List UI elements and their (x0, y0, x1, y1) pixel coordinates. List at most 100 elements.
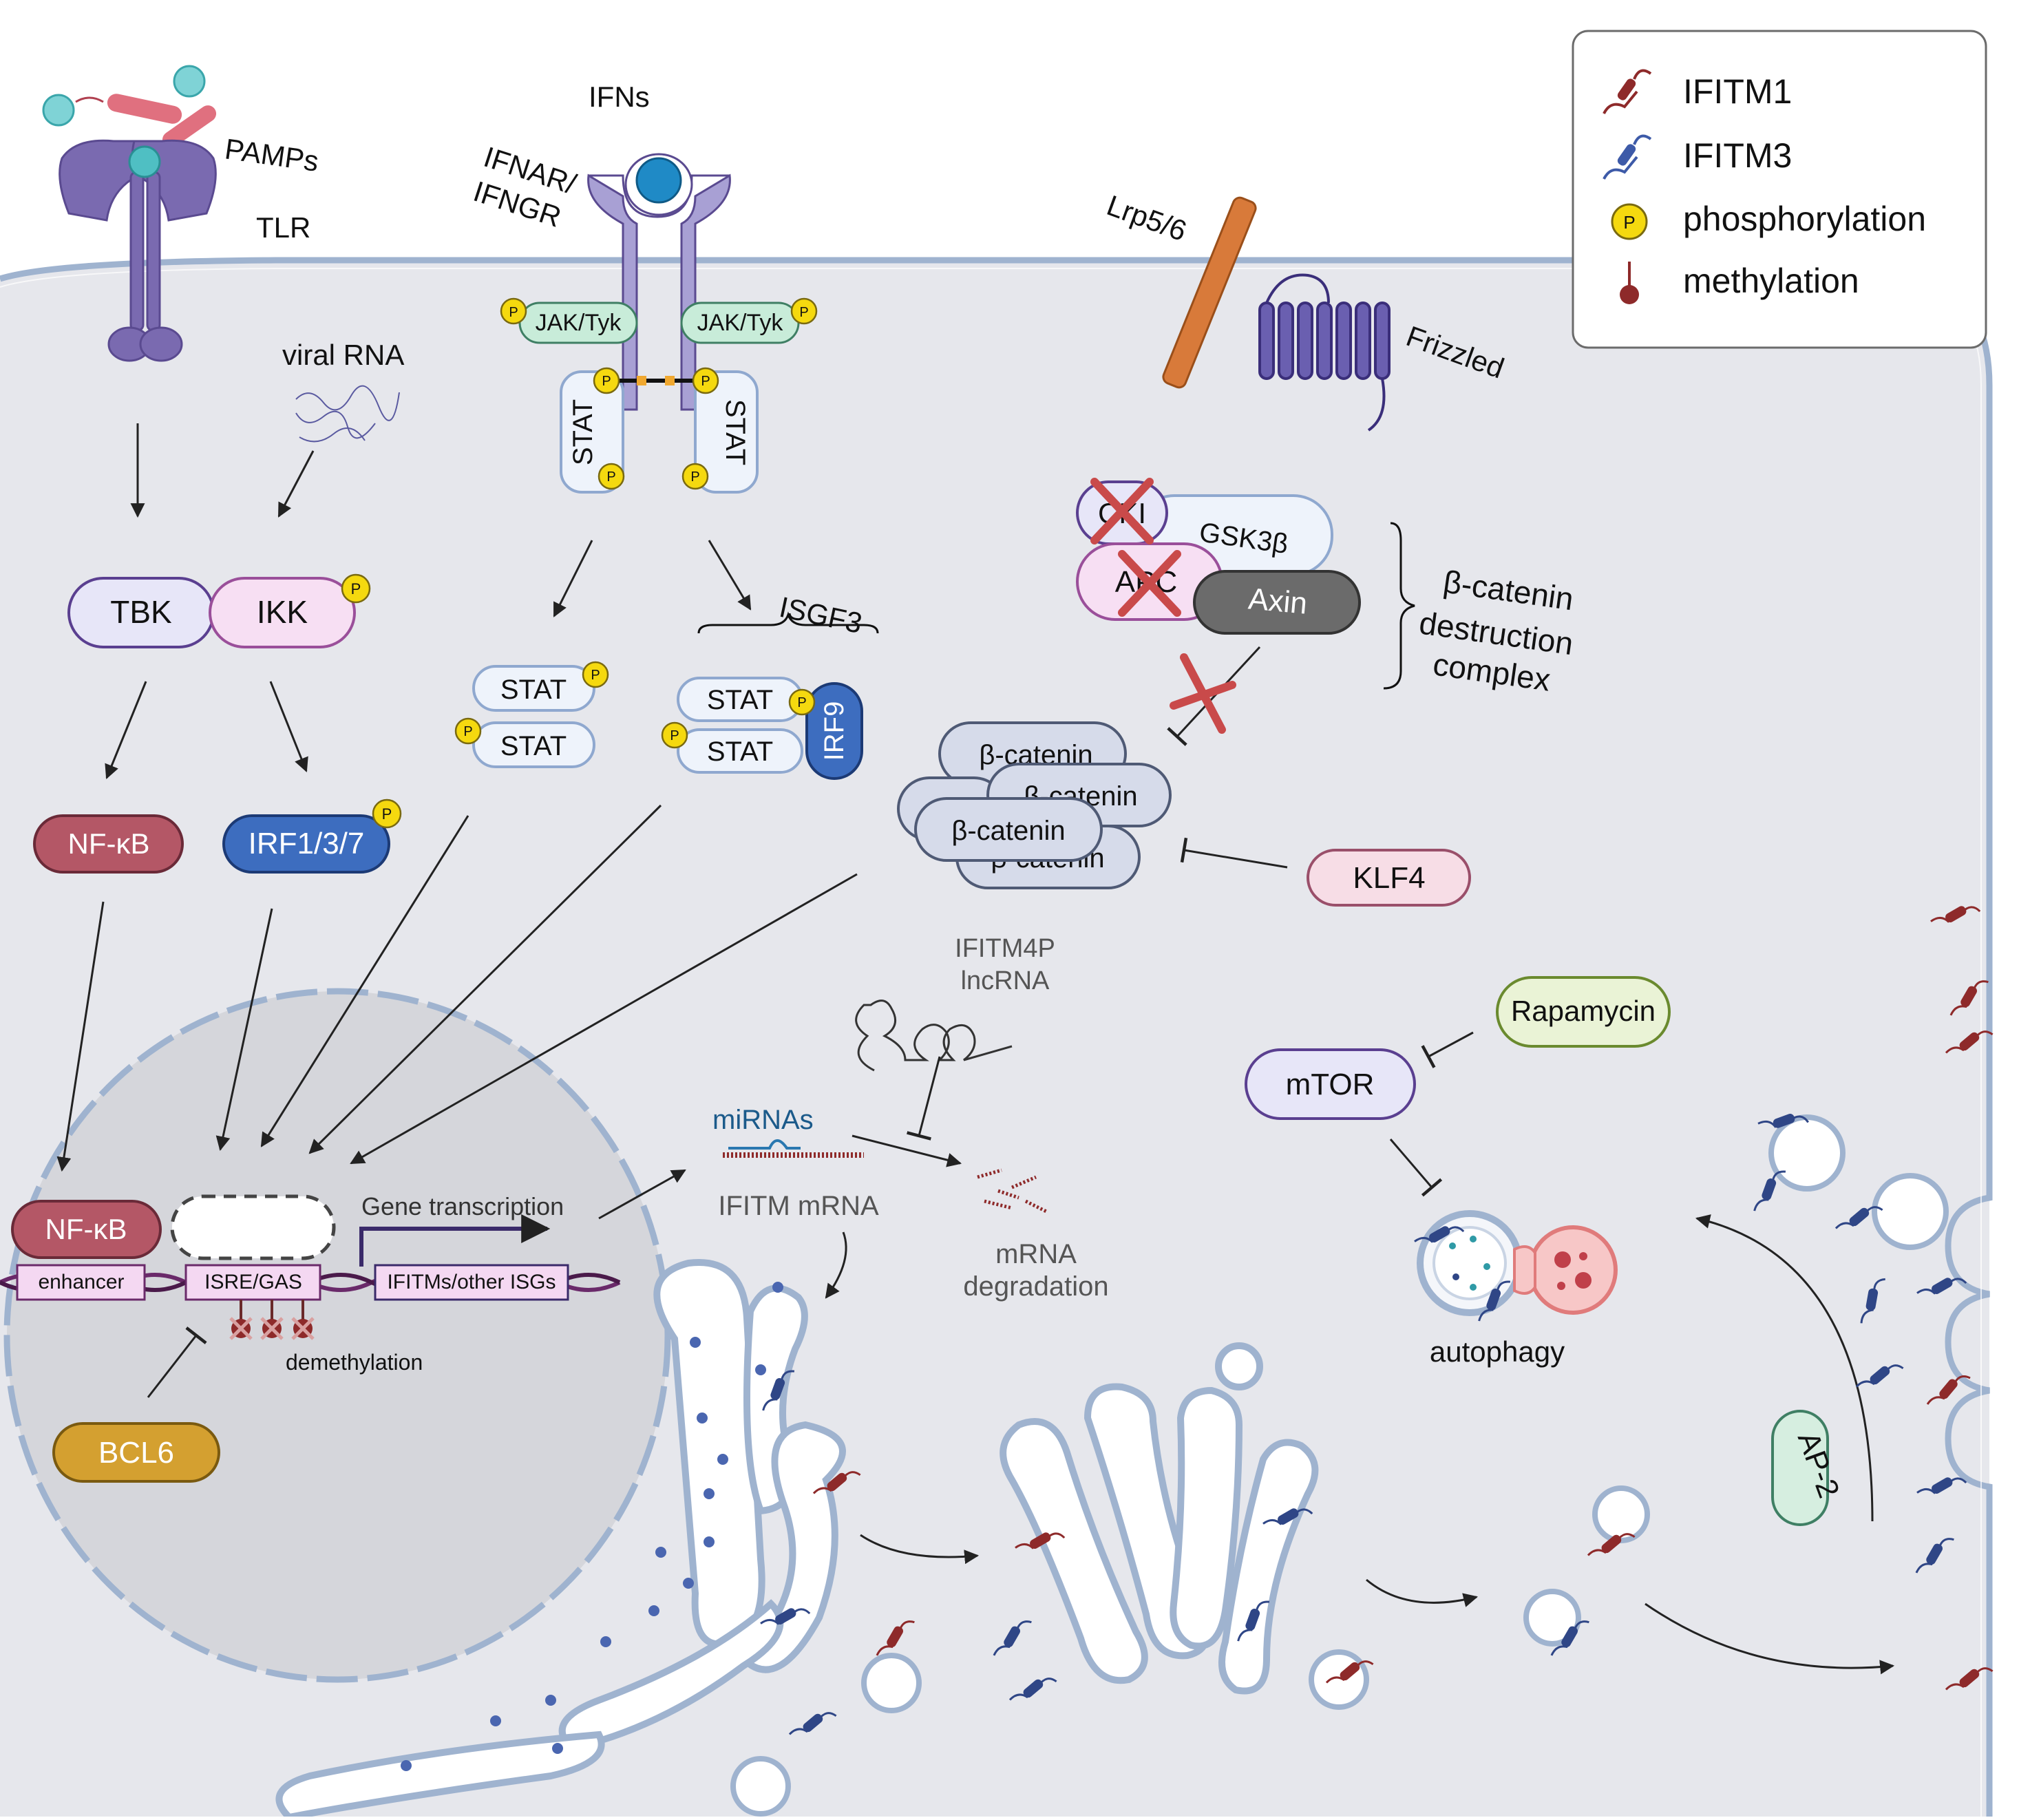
ifitm1-protein (1015, 1532, 1066, 1549)
phospho-mark: P (463, 724, 472, 739)
isgf3-brace (697, 611, 879, 634)
ifitm1-protein (1945, 1030, 1994, 1054)
mirnas-label: miRNAs (712, 1105, 814, 1135)
endoplasmic-reticulum (275, 1259, 846, 1820)
phosphorylation-icon-mark: P (1623, 212, 1635, 233)
ifitm1-protein (876, 1620, 915, 1656)
apc-inhibition-cross (1118, 550, 1181, 617)
jak-right-label: JAK/Tyk (697, 310, 784, 336)
legend-ifitm3: IFITM3 (1683, 136, 1792, 175)
rapamycin-label: Rapamycin (1511, 995, 1656, 1027)
ifitm3-protein (1262, 1508, 1313, 1525)
nucleus (7, 991, 668, 1680)
ifn-icon (635, 157, 682, 204)
isre-gas (184, 1264, 321, 1301)
ifitm3-protein (788, 1712, 837, 1735)
stat-receptor-left (560, 370, 624, 494)
legend-methylation: methylation (1683, 262, 1859, 300)
isre-gas-label: ISRE/GAS (204, 1271, 302, 1293)
cki-inhibition-cross (1090, 478, 1154, 544)
phospho-mark: P (670, 728, 679, 743)
viral-rna-icon (295, 385, 400, 443)
ikk (209, 577, 356, 648)
bcl6-inhibition (147, 1326, 207, 1398)
phospho-mark: P (701, 374, 710, 389)
rapamycin (1496, 976, 1671, 1048)
golgi-apparatus (1000, 1342, 1319, 1695)
vesicles (730, 1114, 1949, 1817)
phospho-mark: P (797, 695, 806, 710)
nfkb-nucleus-label: NF-κB (45, 1213, 127, 1245)
ifns-label: IFNs (589, 81, 650, 113)
phospho-mark: P (602, 374, 611, 389)
ifitm3-protein (1835, 1206, 1883, 1229)
mrna-degradation-label-1: mRNA (995, 1239, 1077, 1269)
stat-dimer-top-label: STAT (500, 675, 567, 705)
stat-dimer-phospho-2 (454, 717, 482, 745)
enhancer (16, 1264, 146, 1301)
stat-receptor-right (694, 370, 759, 494)
ifitm3-protein (1753, 1170, 1786, 1211)
tbk-label: TBK (110, 594, 172, 630)
isgf3-stat-bottom (677, 728, 803, 774)
ifitm-proteins (760, 906, 1994, 1735)
phospho-mark: P (591, 668, 600, 683)
phospho-mark: P (382, 805, 392, 823)
isgf3-phospho-1 (788, 688, 816, 716)
nfkb-cytoplasm (33, 814, 184, 874)
mrna-degradation-arrow (852, 1134, 962, 1167)
rapamycin-inhibition (1421, 1031, 1474, 1068)
gene-transcription-label: Gene transcription (361, 1192, 564, 1220)
ifitms-isgs-label: IFITMs/other ISGs (387, 1271, 556, 1293)
klf4-inhibition (1180, 837, 1288, 869)
ifitm1-protein (1325, 1660, 1374, 1684)
jak-left-label: JAK/Tyk (536, 310, 622, 336)
ifitm3-protein (1916, 1278, 1967, 1295)
ifitm3-protein (762, 1370, 795, 1411)
destruction-inhibition-cross (1170, 653, 1236, 734)
autophagy-label: autophagy (1430, 1335, 1565, 1368)
autophagosome-icon (1417, 1210, 1618, 1316)
isgf3-stat-bottom-label: STAT (707, 737, 773, 767)
stat-dimer-top (472, 665, 595, 712)
ifitm3-protein (1550, 1620, 1589, 1656)
jak-left-phospho (500, 297, 527, 325)
lncrna-icon (855, 999, 1013, 1072)
frizzled-receptor (1258, 273, 1391, 432)
nuclear-envelope (3, 988, 671, 1683)
ifitm3-icon (1603, 134, 1652, 180)
bcatenin-front-label: β-catenin (951, 816, 1065, 846)
bcatenin-front (914, 797, 1103, 862)
axin-label: Axin (1247, 582, 1309, 620)
ifitm1-protein (1930, 906, 1981, 923)
nfkb-cytoplasm-label: NF-κB (68, 827, 150, 860)
axin (1193, 570, 1361, 635)
ifitm1-protein (812, 1471, 861, 1494)
ifitm3-protein (1414, 1226, 1465, 1243)
legend-phosphorylation: phosphorylation (1683, 200, 1926, 238)
ifitm3-protein (1860, 1278, 1885, 1324)
viral-rna-label: viral RNA (282, 339, 404, 371)
legend: IFITM1 IFITM3 P phosphorylation methylat… (1572, 30, 1987, 349)
stat-link-right-tag (665, 376, 675, 385)
stat-receptor-phospho: P P P P (593, 367, 719, 490)
mrna-fragments-icon (977, 1168, 1048, 1214)
nfkb-nucleus (11, 1200, 162, 1259)
ifitm3-protein (993, 1620, 1032, 1656)
ifitm3-protein (1855, 1364, 1904, 1388)
isgf3-binding-site (170, 1194, 336, 1260)
ifitm3-protein (1237, 1600, 1270, 1642)
bcl6-label: BCL6 (98, 1436, 174, 1470)
jak-right-phospho-mark: P (799, 305, 808, 320)
ifitm1-protein (1949, 980, 1989, 1016)
ap2 (1771, 1410, 1829, 1526)
plasma-membrane (0, 257, 1993, 1817)
isgf3-stat-top-label: STAT (707, 685, 773, 715)
phospho-mark: P (690, 469, 699, 485)
mirna-icon (728, 1139, 801, 1150)
pamps-icons (42, 65, 217, 148)
stat-dimer-bottom (472, 721, 595, 768)
bcl6 (52, 1422, 220, 1483)
